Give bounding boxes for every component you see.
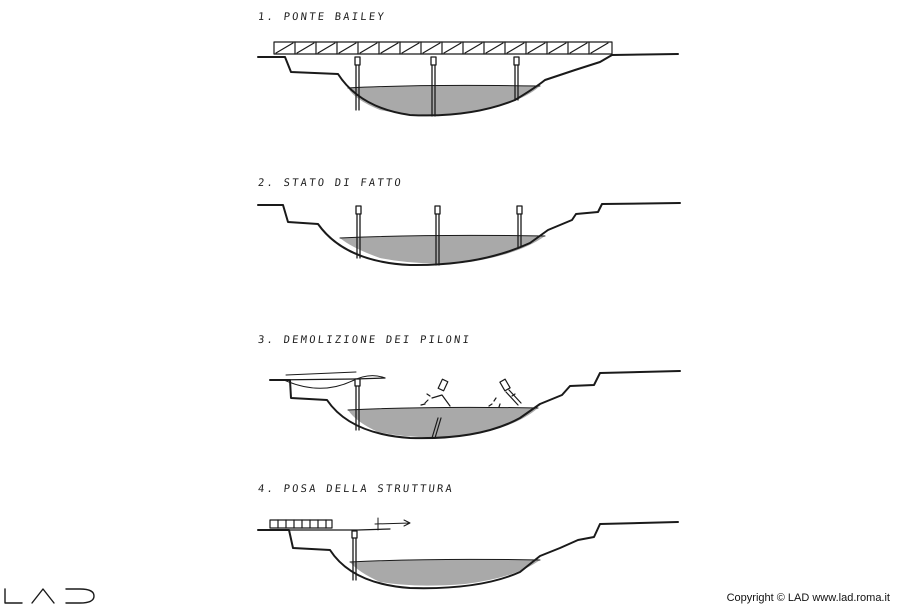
riverbed-2 — [257, 202, 681, 267]
water-4 — [350, 559, 540, 586]
collapsing-pier-center — [420, 378, 451, 439]
step-3-label: 3. DEMOLIZIONE DEI PILONI — [257, 334, 472, 346]
water-1 — [348, 85, 540, 115]
launch-arrow — [374, 519, 411, 527]
walkway-line — [285, 371, 357, 376]
collapsing-pier-right — [488, 378, 522, 408]
riverbed-3 — [269, 370, 681, 440]
pier-3-left — [354, 378, 361, 431]
step-2-label: 2. STATO DI FATTO — [257, 177, 404, 189]
riverbed-4 — [257, 521, 679, 590]
step-1-label: 1. PONTE BAILEY — [257, 11, 387, 23]
riverbed-1 — [257, 53, 679, 117]
temporary-walkway — [283, 375, 386, 389]
bailey-truss — [273, 41, 613, 55]
new-structure — [269, 519, 333, 529]
lad-logo-icon — [4, 588, 95, 604]
step-4-label: 4. POSA DELLA STRUTTURA — [257, 483, 455, 495]
panel-3-demolizione-dei-piloni — [269, 370, 681, 440]
panel-1-ponte-bailey — [257, 41, 679, 117]
panel-2-stato-di-fatto — [257, 202, 681, 267]
piers-1 — [354, 56, 520, 117]
waterline-4 — [349, 558, 541, 563]
copyright-text: Copyright © LAD www.lad.roma.it — [726, 592, 890, 604]
waterline-3 — [347, 406, 539, 411]
pier-4 — [351, 530, 358, 581]
piers-2 — [355, 205, 523, 266]
panel-4-posa-della-struttura — [257, 517, 679, 590]
top-bank-4 — [269, 528, 391, 531]
